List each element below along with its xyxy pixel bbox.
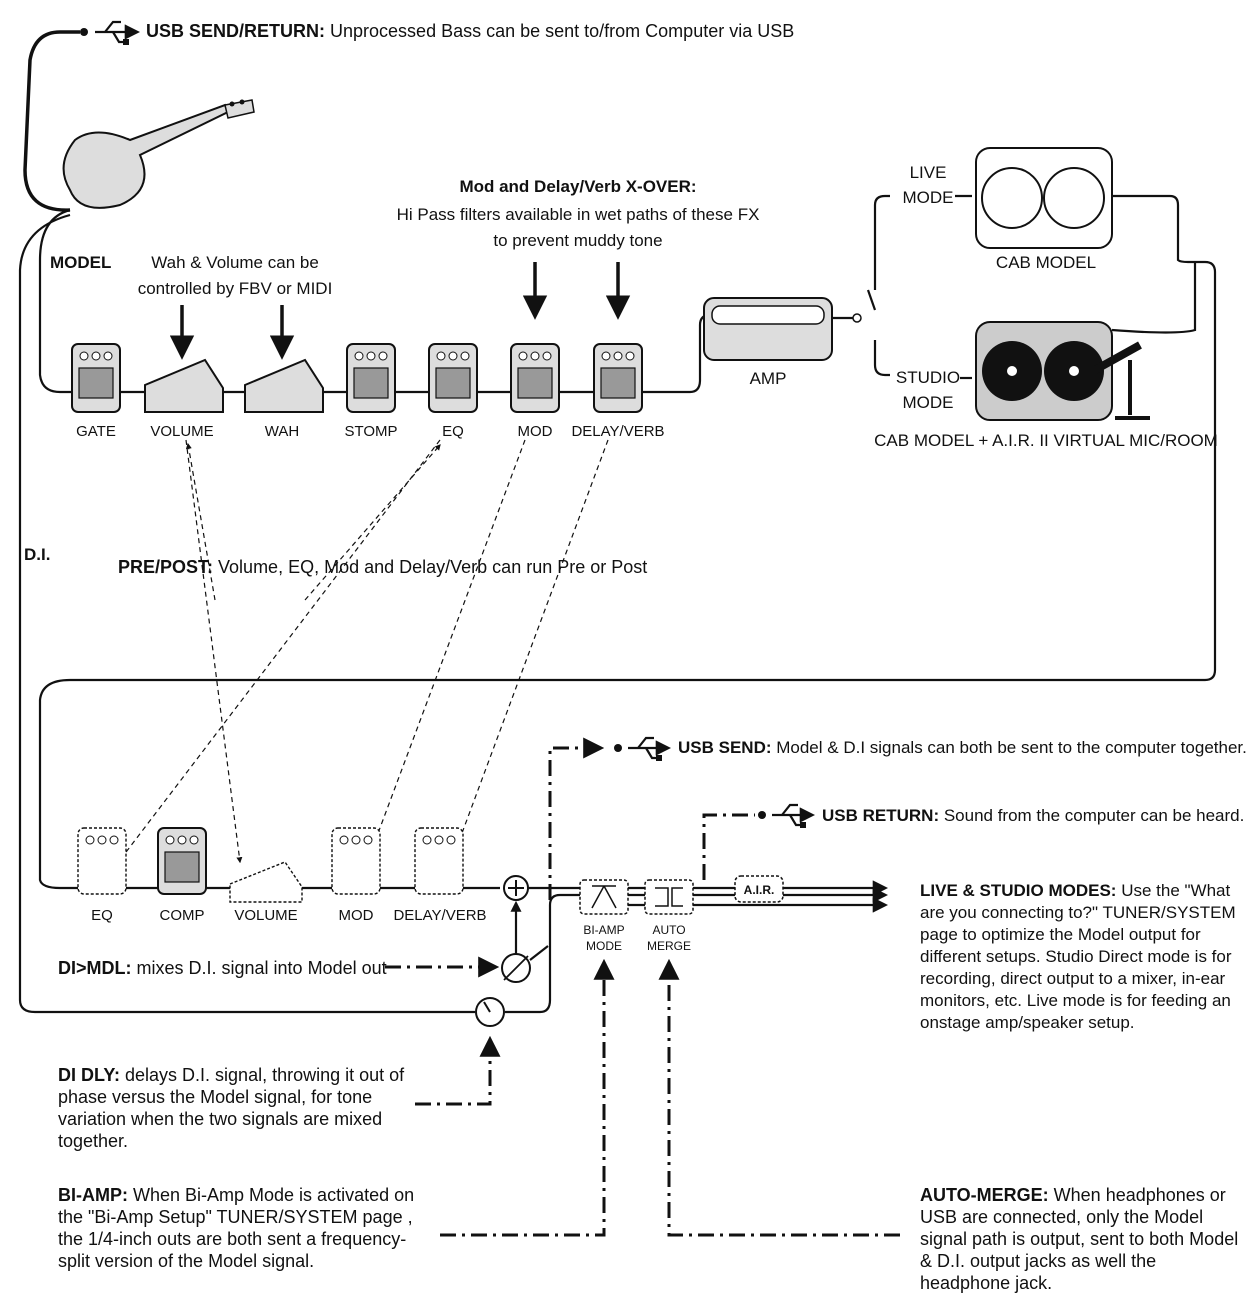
auto-merge-note: AUTO-MERGE: When headphones or USB are c… xyxy=(920,1185,1239,1293)
studio-mode-line1: STUDIO xyxy=(896,368,960,387)
di-dly-note: DI DLY: delays D.I. signal, throwing it … xyxy=(58,1065,405,1151)
di-label-mod: MOD xyxy=(339,907,374,924)
bi-amp-note: BI-AMP: When Bi-Amp Mode is activated on… xyxy=(58,1185,415,1271)
bass-guitar-icon xyxy=(62,99,255,209)
pedal-label-mod: MOD xyxy=(518,423,553,440)
usb-send-line xyxy=(548,737,605,900)
usb-send-note: USB SEND: Model & D.I signals can both b… xyxy=(678,738,1247,757)
di-chain xyxy=(77,827,464,903)
di-label: D.I. xyxy=(24,545,50,564)
model-signal-path xyxy=(38,208,711,394)
xover-title: Mod and Delay/Verb X-OVER: xyxy=(459,177,696,196)
biamp-block xyxy=(579,879,629,915)
auto-merge-line xyxy=(658,958,900,1237)
xover-line-1: Hi Pass filters available in wet paths o… xyxy=(397,205,760,224)
pedal-label-stomp: STOMP xyxy=(344,423,397,440)
wah-volume-note-2: controlled by FBV or MIDI xyxy=(138,279,333,298)
di-label-delay-verb: DELAY/VERB xyxy=(393,907,486,924)
di-label-volume: VOLUME xyxy=(234,907,297,924)
xover-line-2: to prevent muddy tone xyxy=(493,231,662,250)
pedal-label-eq: EQ xyxy=(442,423,464,440)
cab-air-label: CAB MODEL + A.I.R. II VIRTUAL MIC/ROOM xyxy=(874,431,1218,450)
biamp-label-2: MODE xyxy=(586,939,622,953)
usb-return-line xyxy=(702,813,755,880)
wah-volume-note-1: Wah & Volume can be xyxy=(151,253,319,272)
pre-post-note: PRE/POST: Volume, EQ, Mod and Delay/Verb… xyxy=(118,557,648,577)
model-chain xyxy=(71,343,643,413)
usb-cable-loop xyxy=(23,30,80,212)
di-dly-knob xyxy=(475,997,505,1027)
live-mode-line1: LIVE xyxy=(910,163,947,182)
cab-model-label: CAB MODEL xyxy=(996,253,1096,272)
usb-send-return-note: USB SEND/RETURN: Unprocessed Bass can be… xyxy=(146,21,795,41)
di-label-comp: COMP xyxy=(160,907,205,924)
pedal-label-volume: VOLUME xyxy=(150,423,213,440)
di-label-eq: EQ xyxy=(91,907,113,924)
usb-icon-top xyxy=(95,20,141,45)
usb-dot xyxy=(80,28,88,36)
di-dly-line xyxy=(415,1035,501,1106)
air-block-label: A.I.R. xyxy=(744,883,775,897)
sum-node xyxy=(503,875,529,901)
auto-merge-block xyxy=(644,879,694,915)
usb-return-note: USB RETURN: Sound from the computer can … xyxy=(822,806,1245,825)
pedal-label-wah: WAH xyxy=(265,423,299,440)
cab-model-icon xyxy=(975,147,1113,249)
cab-air-icon xyxy=(975,321,1150,421)
di-signal-path xyxy=(18,213,475,1014)
live-mode-line2: MODE xyxy=(903,188,954,207)
biamp-line xyxy=(440,958,615,1237)
auto-merge-label-2: MERGE xyxy=(647,939,691,953)
biamp-label-1: BI-AMP xyxy=(583,923,624,937)
pedal-label-delay-verb: DELAY/VERB xyxy=(571,423,664,440)
live-studio-note: LIVE & STUDIO MODES: Use the "What are y… xyxy=(920,881,1236,1032)
amp-icon xyxy=(703,297,833,361)
di-mdl-note: DI>MDL: mixes D.I. signal into Model out xyxy=(58,958,387,978)
amp-label: AMP xyxy=(750,369,787,388)
pedal-label-gate: GATE xyxy=(76,423,116,440)
model-label: MODEL xyxy=(50,253,111,272)
di-mdl-mixer xyxy=(501,953,531,983)
auto-merge-label-1: AUTO xyxy=(652,923,685,937)
studio-mode-line2: MODE xyxy=(903,393,954,412)
